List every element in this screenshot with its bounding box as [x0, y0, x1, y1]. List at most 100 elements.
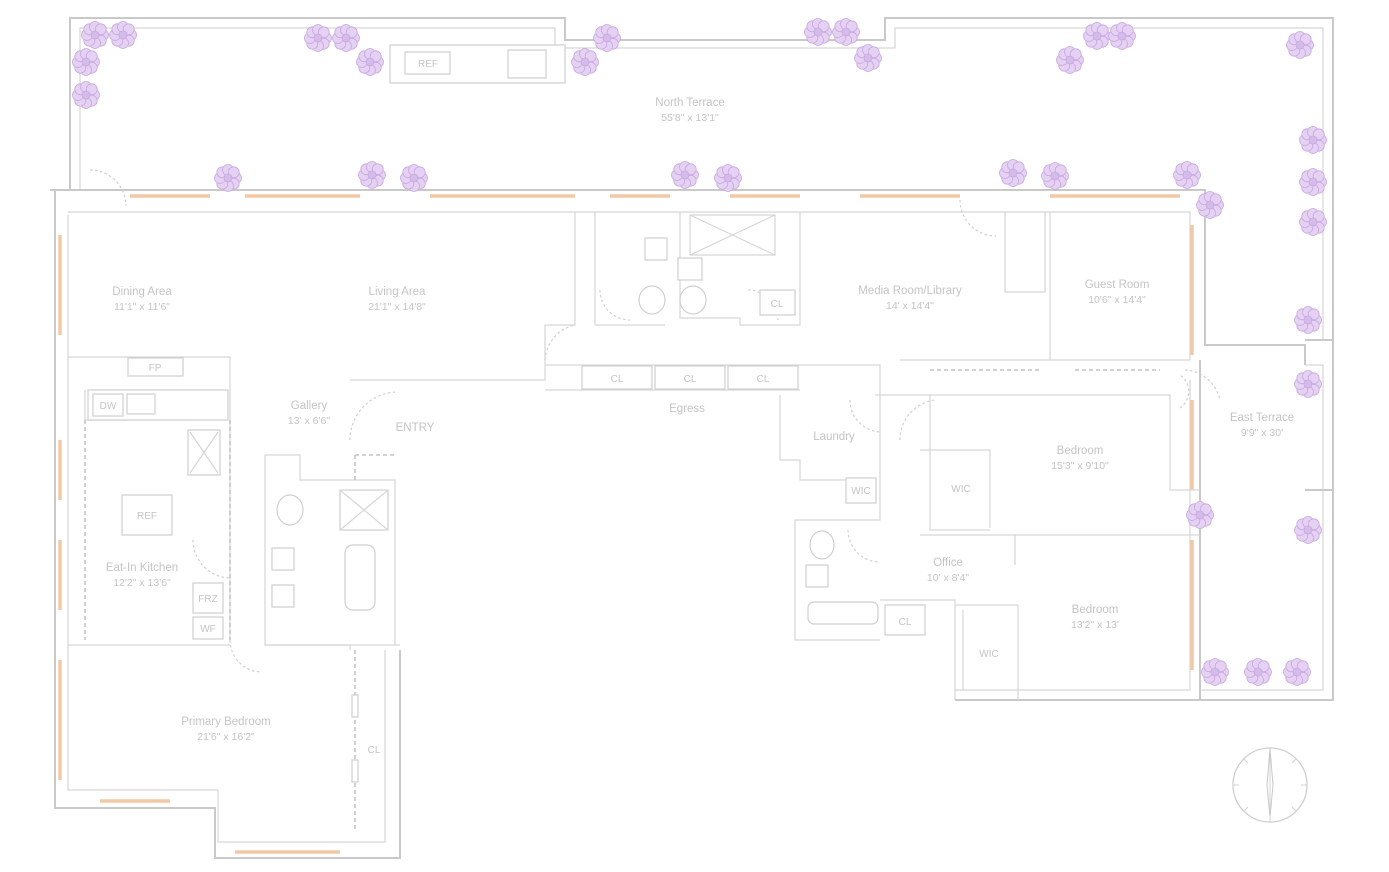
egress-label: Egress: [669, 403, 705, 415]
living-name: Living Area: [369, 286, 427, 298]
planter-flower-icon: [593, 24, 621, 52]
toilet-icon: [638, 285, 666, 315]
windows: [58, 194, 1194, 854]
wf-label: WF: [200, 624, 216, 635]
planter-flower-icon: [854, 44, 882, 72]
planter-flower-icon: [1294, 516, 1322, 544]
closet-2: [654, 365, 726, 390]
kitchen-ref-label: REF: [137, 511, 157, 522]
sink-icon: [677, 257, 703, 281]
planter-flower-icon: [999, 159, 1027, 187]
planter-flower-icon: [1108, 22, 1136, 50]
east-terrace-name: East Terrace: [1230, 412, 1294, 424]
planter-flower-icon: [214, 164, 242, 192]
doors: [89, 169, 1221, 673]
bedroom-a-dim: 15'3" x 9'10": [1051, 460, 1109, 472]
compass-icon: [1232, 747, 1308, 823]
laundry-wic: [845, 477, 877, 504]
planter-flower-icon: [1244, 658, 1272, 686]
fixtures: [87, 44, 926, 783]
planter-flower-icon: [571, 48, 599, 76]
kitchen-dim: 12'2" x 13'6": [113, 577, 171, 589]
bedroom-b-dim: 13'2" x 13': [1071, 619, 1119, 631]
kitchen-name: Eat-In Kitchen: [106, 562, 178, 574]
planter-flower-icon: [356, 48, 384, 76]
closet-1-label: CL: [611, 374, 624, 385]
sink-icon: [271, 547, 295, 571]
living-dim: 21'1" x 14'8": [368, 301, 426, 313]
planter-flower-icon: [72, 81, 100, 109]
planter-flower-icon: [1299, 168, 1327, 196]
kitchen-island: [121, 494, 173, 536]
primary-closet-label: CL: [368, 745, 381, 756]
bedroom-a-name: Bedroom: [1057, 445, 1104, 457]
east-terrace-outline: [1200, 339, 1334, 701]
planter-flower-icon: [1294, 370, 1322, 398]
planters: [72, 18, 1327, 686]
planter-flower-icon: [1283, 658, 1311, 686]
dw-label: DW: [100, 401, 117, 412]
planter-flower-icon: [714, 164, 742, 192]
planter-flower-icon: [832, 18, 860, 46]
bath-closet: [759, 289, 796, 316]
terrace-ref-label: REF: [418, 59, 438, 70]
gallery-dim: 13' x 6'6": [288, 415, 330, 427]
dishwasher: [92, 393, 124, 417]
fp-label: FP: [149, 363, 162, 374]
sink-icon: [805, 564, 829, 588]
planter-flower-icon: [1201, 658, 1229, 686]
wic-bedroom-a-label: WIC: [951, 484, 970, 495]
north-terrace-name: North Terrace: [655, 97, 724, 109]
interior-walls: [68, 212, 1200, 830]
fixture-labels: REF FP DW REF FRZ WF CL CL CL CL CL CL W…: [100, 59, 999, 756]
sink-icon: [271, 584, 295, 608]
office-name: Office: [933, 557, 963, 569]
office-dim: 10' x 8'4": [927, 572, 969, 584]
planter-flower-icon: [804, 18, 832, 46]
wic-laundry-label: WIC: [851, 486, 870, 497]
planter-flower-icon: [1083, 22, 1111, 50]
office-closet-label: CL: [899, 617, 912, 628]
bath-closet-label: CL: [771, 299, 784, 310]
terrace-fridge: [404, 51, 451, 75]
gallery-name: Gallery: [291, 400, 328, 412]
office-closet: [884, 604, 926, 636]
guest-name: Guest Room: [1085, 279, 1150, 291]
freezer: [192, 582, 224, 614]
closet-1: [581, 365, 653, 390]
laundry-label: Laundry: [813, 431, 855, 443]
terrace-sink-icon: [507, 49, 547, 79]
toilet-icon: [679, 285, 707, 315]
planter-flower-icon: [1299, 208, 1327, 236]
planter-flower-icon: [1041, 162, 1069, 190]
planter-flower-icon: [72, 48, 100, 76]
planter-flower-icon: [671, 161, 699, 189]
bathtub-icon: [344, 544, 376, 611]
planter-flower-icon: [358, 161, 386, 189]
wic-bedroom-b-label: WIC: [979, 649, 998, 660]
guest-dim: 10'6" x 14'4": [1088, 294, 1146, 306]
room-labels: North Terrace 55'8" x 13'1" Dining Area …: [106, 97, 1294, 743]
wine-fridge: [192, 616, 224, 640]
sink-icon: [644, 237, 668, 261]
planter-flower-icon: [1186, 501, 1214, 529]
toilet-icon: [276, 494, 304, 526]
planter-flower-icon: [400, 164, 428, 192]
toilet-icon: [809, 530, 835, 560]
planter-flower-icon: [1286, 31, 1314, 59]
primary-dim: 21'6" x 16'2": [197, 731, 255, 743]
east-terrace-dim: 9'9" x 30': [1241, 427, 1283, 439]
entry-label: ENTRY: [396, 422, 435, 434]
planter-flower-icon: [81, 21, 109, 49]
exterior-walls: [50, 189, 1306, 859]
closet-3: [727, 365, 799, 390]
dining-dim: 11'1" x 11'6": [114, 301, 170, 313]
fireplace: [127, 357, 184, 377]
kitchen-sink-icon: [126, 393, 156, 415]
planter-flower-icon: [1294, 306, 1322, 334]
bedroom-b-name: Bedroom: [1072, 604, 1119, 616]
planter-flower-icon: [1173, 161, 1201, 189]
planter-flower-icon: [1299, 126, 1327, 154]
media-dim: 14' x 14'4": [886, 300, 934, 312]
